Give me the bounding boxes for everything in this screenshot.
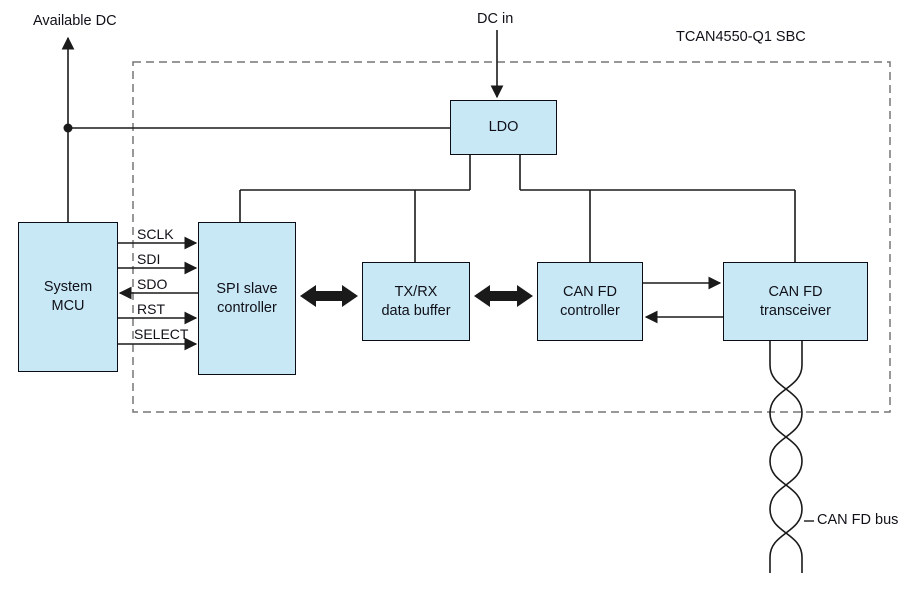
block-tx-rx-data-buffer-label: TX/RX data buffer [381,283,451,319]
signal-label-sdo: SDO [137,276,168,292]
dc-in-label: DC in [477,11,514,27]
can-fd-bus-label: CAN FD bus [817,512,899,528]
signal-label-rst: RST [137,301,165,317]
block-tx-rx-data-buffer: TX/RX data buffer [362,262,470,341]
block-can-fd-transceiver-label: CAN FD transceiver [760,283,831,319]
block-can-fd-controller-label: CAN FD controller [560,283,620,319]
block-system-mcu: System MCU [18,222,118,372]
block-can-fd-transceiver: CAN FD transceiver [723,262,868,341]
signal-label-select: SELECT [134,326,189,342]
signal-label-sdi: SDI [137,251,161,267]
block-system-mcu-label: System MCU [43,279,93,314]
sbc-dashed-boundary [132,61,891,413]
block-spi-slave-controller-label: SPI slave controller [216,280,278,316]
block-ldo-label: LDO [488,119,519,136]
block-spi-slave-controller: SPI slave controller [198,222,296,375]
buffer-controller-bus-arrow [474,285,533,307]
spi-buffer-bus-arrow [300,285,358,307]
block-ldo: LDO [450,100,557,155]
block-can-fd-controller: CAN FD controller [537,262,643,341]
twisted-pair-can-bus [769,341,803,573]
available-dc-label: Available DC [33,13,117,29]
ldo-power-rails [239,155,796,262]
signal-label-sclk: SCLK [137,226,174,242]
sbc-title: TCAN4550-Q1 SBC [676,29,806,45]
